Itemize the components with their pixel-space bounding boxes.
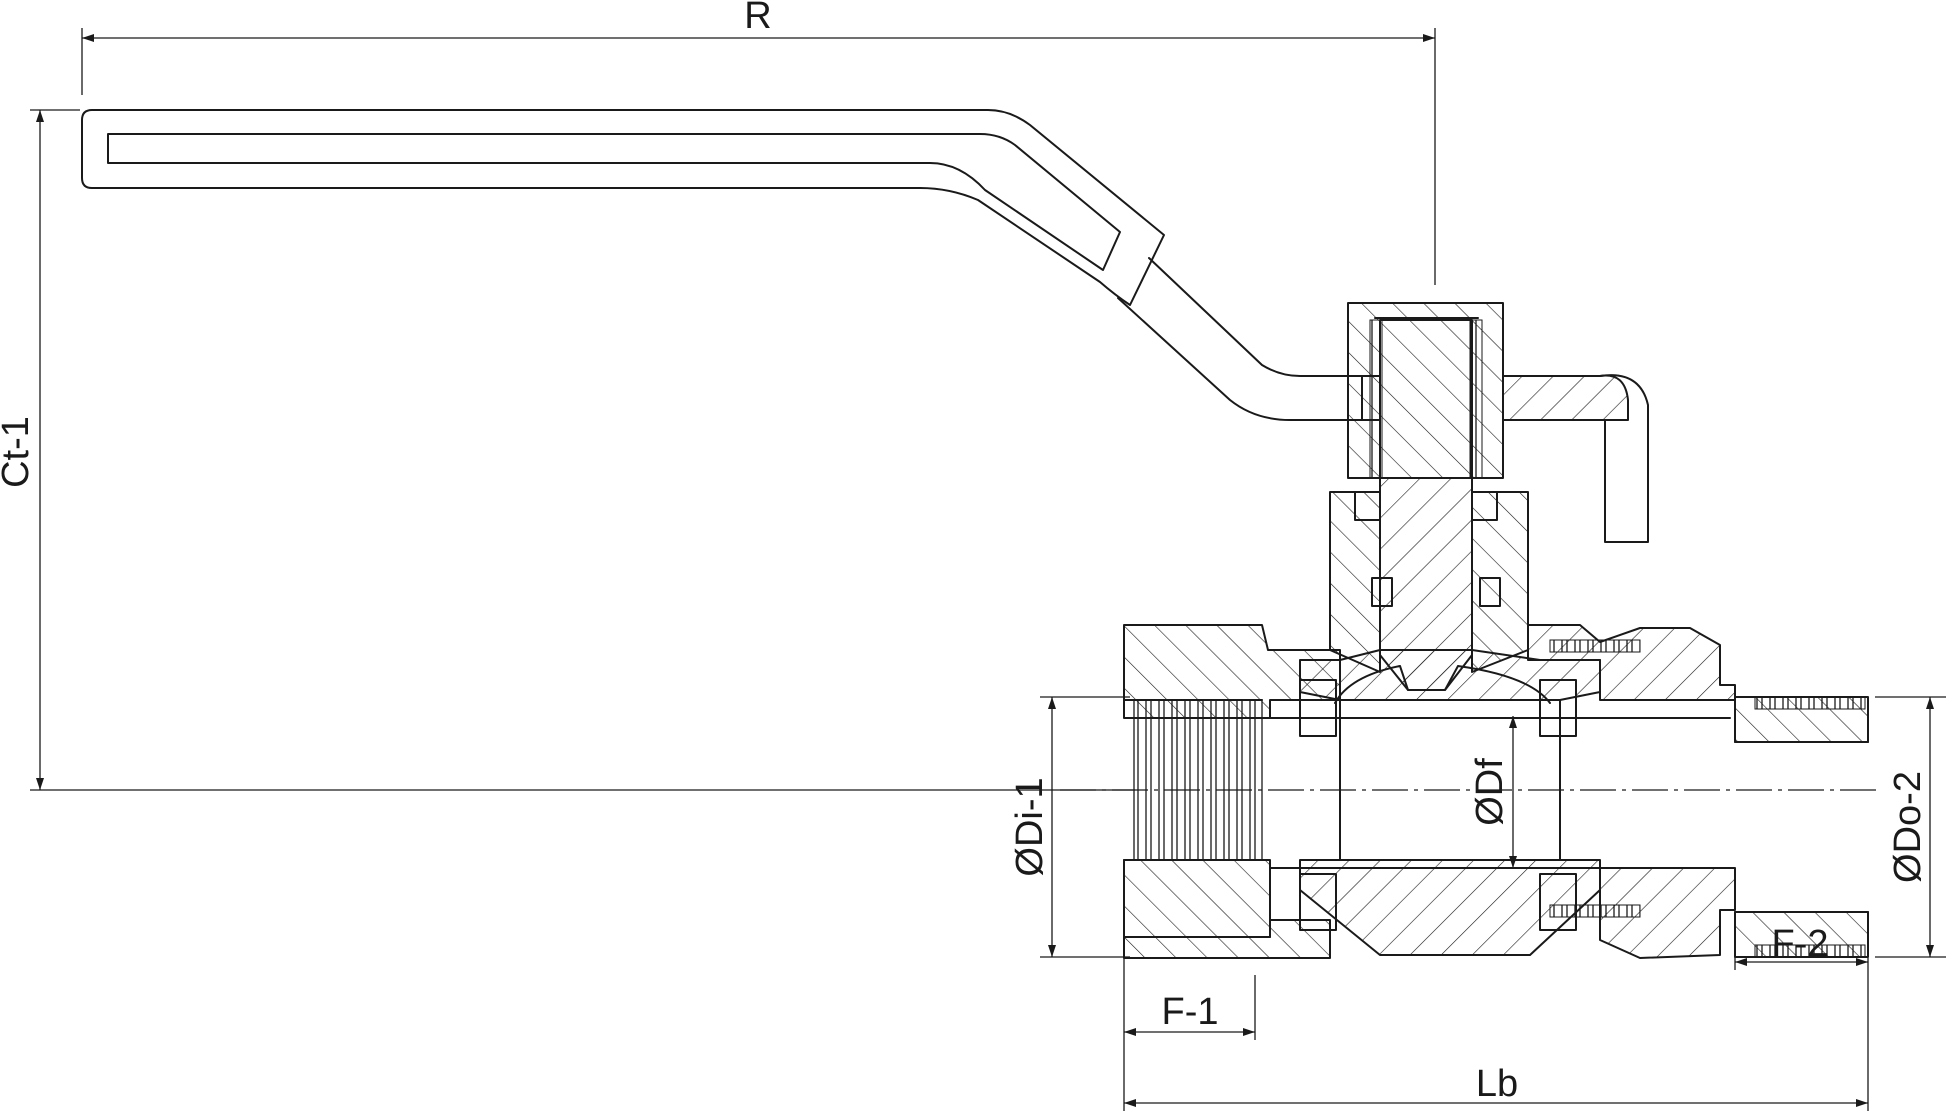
stem-nut xyxy=(1347,302,1649,543)
seat-ring-left-bottom xyxy=(1299,873,1337,931)
lever-grip-inner-outline xyxy=(107,133,1121,271)
union-thread-bottom xyxy=(1549,904,1641,918)
male-thread-top xyxy=(1754,696,1866,710)
stem-oring-left-top xyxy=(1354,491,1381,521)
f1-label: F-1 xyxy=(1162,991,1219,1033)
seat-ring-right-top xyxy=(1539,679,1577,737)
lever-handle xyxy=(81,109,1381,421)
seat-ring-left-top xyxy=(1299,679,1337,737)
stem-seal-left xyxy=(1371,577,1393,607)
ball-upper xyxy=(1334,665,1551,704)
df-label: ØDf xyxy=(1469,758,1511,826)
lever-arm xyxy=(1117,257,1381,421)
ct1-label: Ct-1 xyxy=(0,416,37,488)
bonnet xyxy=(1329,477,1529,691)
lb-label: Lb xyxy=(1476,1063,1518,1105)
seat-ring-right-bottom xyxy=(1539,873,1577,931)
r-label: R xyxy=(744,0,771,37)
valve-body xyxy=(1123,624,1869,959)
stem-thread-left xyxy=(1369,319,1383,479)
stem-thread-right xyxy=(1469,319,1483,479)
di1-label: ØDi-1 xyxy=(1009,777,1051,876)
body-bottom-left xyxy=(1123,859,1271,938)
lever-grip-sleeve xyxy=(81,109,1165,306)
stop-tab xyxy=(1599,374,1649,543)
female-thread xyxy=(1133,699,1263,861)
union-thread-top xyxy=(1549,639,1641,653)
union-nut-bottom xyxy=(1599,867,1736,959)
stem-seal-right xyxy=(1479,577,1501,607)
stem-oring-right-top xyxy=(1471,491,1498,521)
stop-plate xyxy=(1502,374,1629,421)
male-thread-bottom xyxy=(1754,944,1866,958)
do2-label: ØDo-2 xyxy=(1887,771,1929,883)
